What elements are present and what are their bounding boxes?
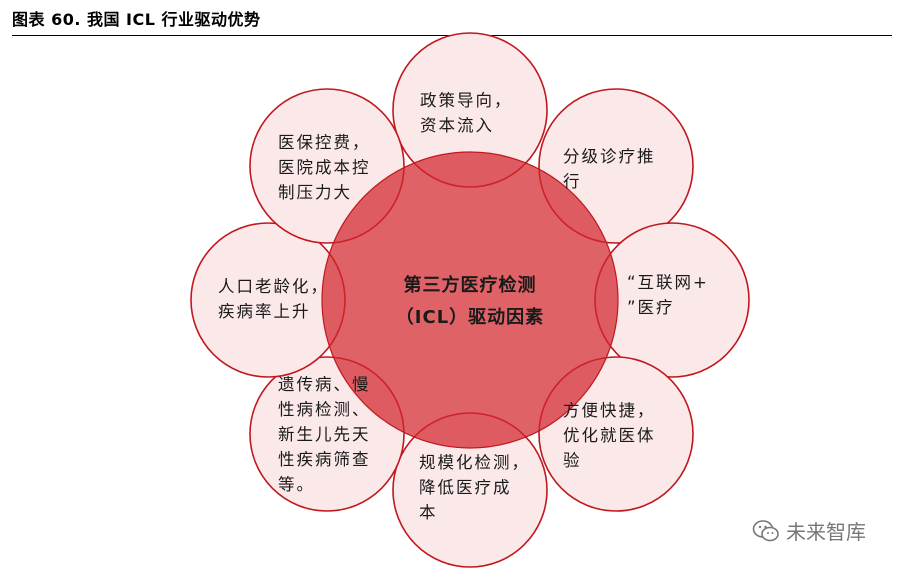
- factor-label-policy: 政策导向，资本流入: [420, 91, 513, 135]
- factor-label-cost: 医保控费，医院成本控制压力大: [278, 133, 371, 202]
- wechat-icon: [752, 519, 779, 541]
- center-label-text: 第三方医疗检测（ICL）驱动因素: [396, 274, 544, 328]
- factor-label-disease: 遗传病、慢性病检测、新生儿先天性疾病筛查等。: [278, 374, 371, 494]
- factor-label-internet: “互联网+”医疗: [627, 273, 709, 317]
- factor-label-scale: 规模化检测，降低医疗成本: [419, 453, 530, 522]
- factor-label-aging: 人口老龄化，疾病率上升: [218, 277, 329, 321]
- watermark-text: 未来智库: [786, 520, 866, 544]
- center-circle: [321, 151, 619, 449]
- figure-title: 图表 60. 我国 ICL 行业驱动优势: [12, 10, 261, 29]
- factor-label-convenience: 方便快捷，优化就医体验: [563, 401, 656, 470]
- watermark: 未来智库: [752, 516, 866, 545]
- factor-label-tiered: 分级诊疗推行: [563, 147, 656, 191]
- center-label: 第三方医疗检测（ICL）驱动因素: [396, 274, 544, 328]
